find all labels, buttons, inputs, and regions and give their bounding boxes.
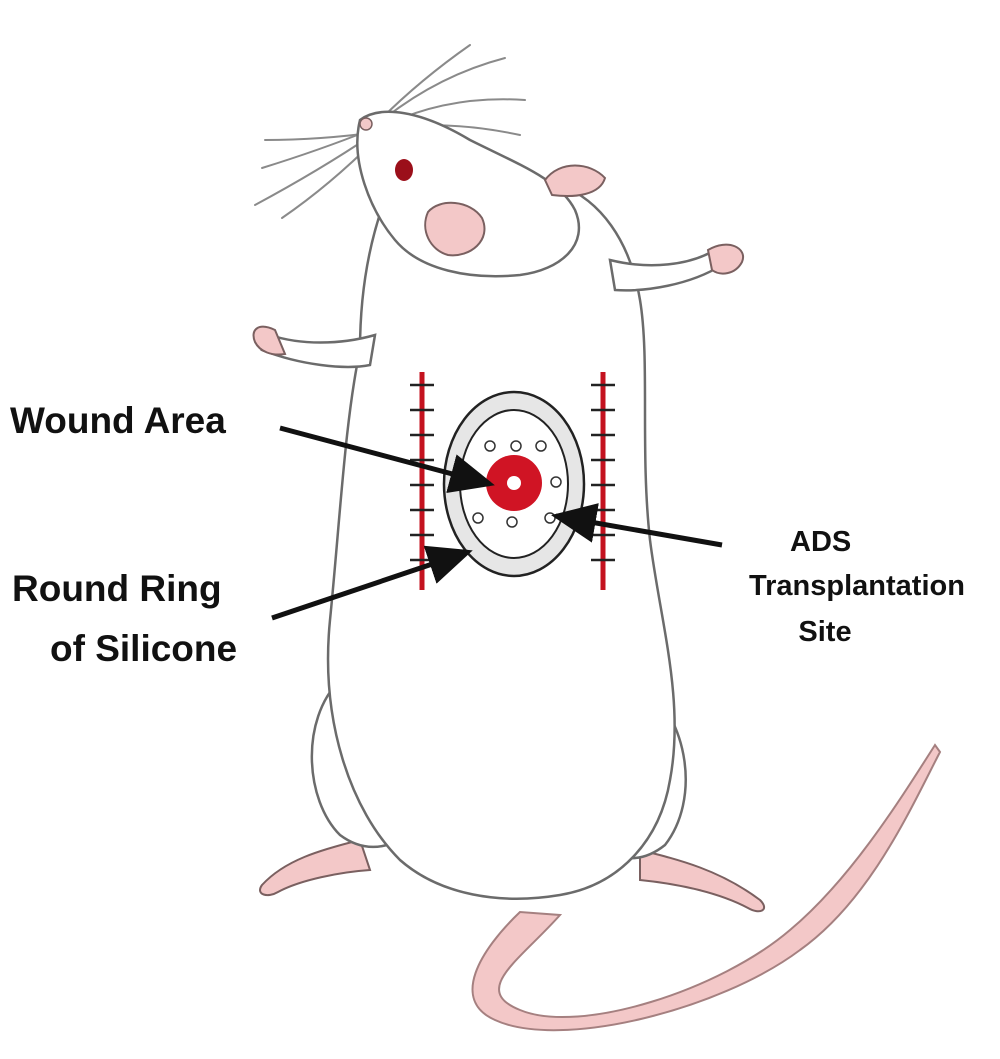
label-ads-line3: Site <box>798 616 852 648</box>
label-round-ring-line1: Round Ring <box>12 568 222 609</box>
label-round-ring-line2: of Silicone <box>50 628 238 669</box>
ear-center <box>424 201 486 257</box>
suture-lines <box>410 372 615 590</box>
tail <box>471 743 942 1032</box>
wound-spot <box>486 455 542 511</box>
back-left-foot <box>259 838 372 897</box>
eye <box>395 159 413 181</box>
nose <box>359 117 373 131</box>
ear-right <box>543 164 607 198</box>
rat-head <box>356 110 581 278</box>
label-ads-line2: Transplantation <box>749 570 965 602</box>
label-wound-area: Wound Area <box>10 400 226 441</box>
arrow-ads-site <box>551 503 723 548</box>
arrow-round-ring <box>271 545 473 621</box>
label-ads-line1: ADS <box>790 526 852 558</box>
arrow-wound-area <box>279 425 495 494</box>
back-right-foot <box>639 848 766 913</box>
front-left-paw <box>252 325 287 356</box>
front-right-paw <box>706 243 745 275</box>
